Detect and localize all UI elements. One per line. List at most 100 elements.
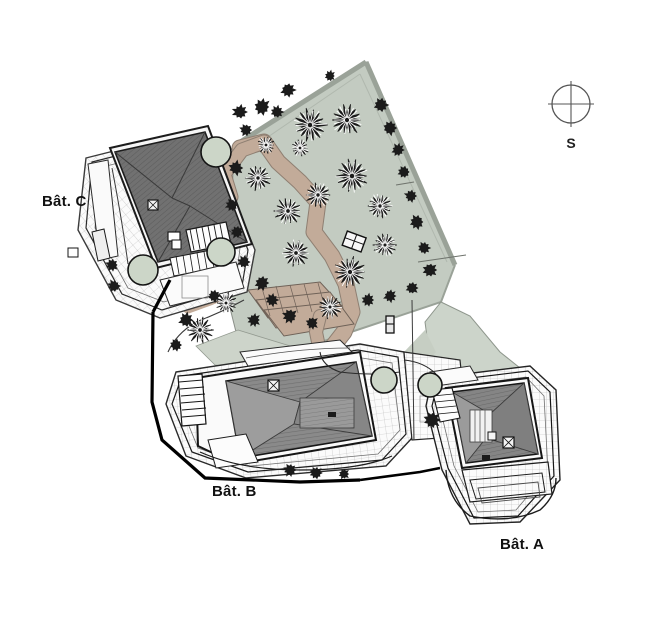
tree-branch [330,308,335,316]
tree-canopy-solid [281,309,297,324]
tree-canopy-layer [105,69,441,480]
tree-branch [309,126,313,141]
tree-branch [347,121,354,130]
building-a-skylight-x2 [502,436,515,449]
tree-branch [201,321,211,330]
tree-canopy-detailed [293,107,328,142]
tree-canopy-solid [403,189,417,203]
tree-branch [300,148,307,153]
tree-canopy-solid [231,103,248,119]
tree-branch [258,167,264,177]
tree-branch [284,212,289,225]
tree-canopy-solid [324,69,335,82]
tree-canopy-detailed [244,165,271,192]
tree-branch [289,206,301,211]
tree-branch [350,273,357,284]
tree-branch [300,139,305,148]
building-b[interactable] [165,339,469,479]
tree-branch [297,253,307,257]
tree-branch [300,147,309,152]
tree-branch [298,140,301,147]
garden-dimension-tick-2 [417,254,467,263]
tree-canopy-detailed [215,292,237,313]
tree-branch [380,197,390,206]
tree-branch [334,120,346,131]
tree-branch [226,303,231,310]
tree-branch [258,178,266,184]
tree-canopy-detailed [332,104,362,134]
tree-trunk [378,204,382,208]
tree-branch [264,138,267,144]
building-a-vent [482,455,490,460]
tree-branch [303,126,310,136]
tree-canopy-detailed [292,139,309,157]
tree-branch [369,206,379,211]
tree-branch [347,260,351,271]
tree-branch [352,163,360,175]
tree-branch [266,142,273,146]
building-b-terrace-edge [199,451,393,471]
building-a[interactable] [425,365,561,525]
garden-edge-east [363,60,458,267]
tree-branch [351,177,355,193]
tree-canopy-solid [283,463,297,478]
tree-branch [335,115,346,120]
tree-branch [251,179,258,188]
tree-branch [216,303,225,307]
tree-trunk [328,305,332,309]
tree-branch [311,116,320,125]
tree-branch [259,177,268,182]
tree-branch [255,168,259,177]
tree-branch [315,184,319,194]
tree-branch [287,199,291,210]
tree-branch [342,177,351,185]
tree-branch [346,273,351,287]
tree-trunk [294,251,298,255]
tree-branch [348,161,353,175]
tree-branch [384,246,388,257]
tree-branch [227,303,234,307]
tree-canopy-solid [383,289,397,304]
tree-branch [346,121,350,133]
garden-dimension-tick-1 [395,181,415,186]
tree-branch [311,123,328,126]
tree-branch [329,296,333,306]
tree-branch [197,319,201,329]
tree-branch [351,272,361,281]
tree-branch [376,241,384,245]
tree-branch [218,299,225,304]
stair-run-building-a [431,387,461,423]
tree-branch [258,144,266,149]
tree-branch [265,146,268,152]
tree-branch [336,110,346,120]
tree-branch [318,196,325,207]
tree-branch [293,254,297,265]
tree-branch [318,187,329,195]
tree-branch [351,264,359,272]
site-marker-box-west [67,247,79,258]
tree-branch [347,107,354,119]
building-c[interactable] [77,124,256,319]
tree-branch [337,272,349,277]
tree-branch [187,325,199,330]
tree-branch [225,304,228,311]
tree-branch [194,321,200,329]
tree-canopy-solid [418,241,432,255]
tree-branch [331,306,342,311]
tree-branch [266,140,272,145]
tree-branch [377,207,381,216]
tree-branch [300,145,307,149]
tree-branch [277,211,287,216]
tree-branch [220,293,226,303]
tree-branch [324,298,330,307]
tree-canopy-detailed [273,198,301,225]
tree-branch [260,145,266,151]
tree-branch [279,204,287,211]
circular-planter [206,237,236,267]
tree-branch [327,296,331,306]
tree-branch [352,177,360,189]
tree-branch [380,237,385,244]
building-c-west-walk [87,159,119,261]
tree-branch [318,195,328,204]
